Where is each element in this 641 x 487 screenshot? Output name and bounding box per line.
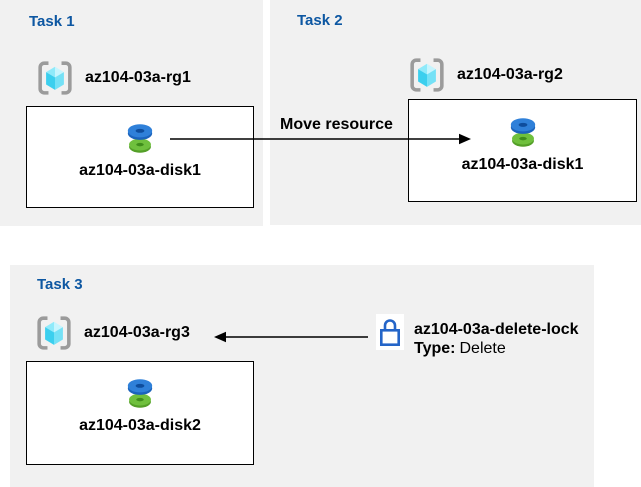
move-resource-label: Move resource [280,116,393,133]
task3-resource-group: az104-03a-rg3 [35,314,190,352]
resource-group-icon [408,56,446,94]
disk-label: az104-03a-disk1 [79,162,201,179]
resource-group-label: az104-03a-rg1 [85,69,191,86]
resource-group-label: az104-03a-rg2 [457,66,563,83]
disk-label: az104-03a-disk2 [79,417,201,434]
disk-icon [120,373,160,413]
resource-group-icon [36,59,74,97]
task1-panel: Task 1 az104-03a-rg1 az104-03a-disk1 [0,0,263,226]
task2-disk-box: az104-03a-disk1 [408,99,637,202]
lock-type-value: Delete [459,340,506,357]
disk-icon [503,112,543,152]
disk-label: az104-03a-disk1 [461,156,584,173]
lock-name-label: az104-03a-delete-lock [414,321,579,338]
task1-title: Task 1 [29,13,75,30]
lock-badge [376,314,404,350]
resource-group-icon [35,314,73,352]
task2-title: Task 2 [297,12,343,29]
lock-annotation: az104-03a-delete-lock Type:Delete [414,320,579,358]
task3-panel: Task 3 az104-03a-rg3 az104-03a-disk2 az1… [10,265,594,487]
lock-type-label: Type: [414,340,456,357]
task1-resource-group: az104-03a-rg1 [36,59,191,97]
disk-icon [120,118,160,158]
task1-disk-box: az104-03a-disk1 [26,106,254,208]
lock-icon [376,314,404,350]
task3-title: Task 3 [37,276,83,293]
task2-resource-group: az104-03a-rg2 [408,56,563,94]
resource-group-label: az104-03a-rg3 [84,324,190,341]
lock-type-line: Type:Delete [414,339,579,358]
task2-panel: Task 2 az104-03a-rg2 az104-03a-disk1 [270,0,641,225]
task3-disk-box: az104-03a-disk2 [26,361,254,465]
